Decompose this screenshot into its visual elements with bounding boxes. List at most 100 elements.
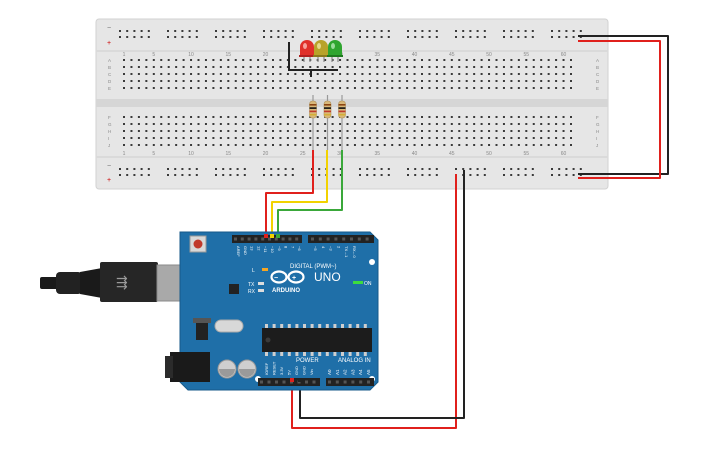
digital-pin-label: ~9	[277, 246, 282, 251]
arduino-logo	[270, 270, 305, 284]
column-number: 1	[123, 52, 126, 58]
digital-pin-label: ~11	[263, 246, 268, 253]
column-number: 15	[226, 151, 232, 157]
row-letter: G	[108, 122, 112, 127]
column-number: 20	[263, 151, 269, 157]
row-letter: E	[108, 86, 111, 91]
column-number: 5	[152, 151, 155, 157]
digital-pin-label: ~5	[313, 246, 318, 251]
usb-icon: ⇶	[116, 274, 128, 290]
column-number: 55	[524, 52, 530, 58]
breadboard: − + − + 11551010151520202525303035354040…	[95, 18, 609, 190]
digital-pin-label: RX←0	[352, 246, 357, 259]
column-number: 15	[226, 52, 232, 58]
row-letter: H	[108, 129, 111, 134]
mount-hole	[369, 259, 375, 265]
reset-button-cap[interactable]	[193, 239, 203, 249]
digital-header-left	[232, 235, 302, 243]
row-letter: A	[596, 58, 599, 63]
column-number: 50	[486, 151, 492, 157]
column-number: 45	[449, 151, 455, 157]
digital-pin-label: TX→1	[344, 246, 349, 258]
row-letter: J	[108, 143, 110, 148]
column-number: 10	[188, 151, 194, 157]
breadboard-holes	[119, 30, 582, 176]
usb-chip	[229, 284, 239, 294]
resistor	[323, 95, 332, 150]
top-rail-plus-label: +	[107, 40, 111, 47]
column-number: 10	[188, 52, 194, 58]
column-number: 50	[486, 52, 492, 58]
atmega-chip	[262, 328, 372, 352]
board-model: UNO	[314, 270, 341, 284]
digital-pin-label: ~3	[329, 246, 334, 251]
digital-pin-label: 13	[250, 246, 255, 251]
resistor	[309, 95, 317, 150]
rail-jumper-red	[578, 40, 661, 179]
led-ground-wire	[288, 42, 338, 71]
analog-pin-label: A3	[350, 369, 355, 375]
tx-led	[258, 282, 264, 285]
digital-pin-label: 2	[336, 246, 341, 249]
column-number: 5	[152, 52, 155, 58]
gnd-power-wire	[299, 170, 465, 419]
bottom-rail-plus-label: +	[107, 177, 111, 184]
green-signal-wire	[277, 150, 343, 236]
row-letter: F	[108, 115, 111, 120]
voltage-regulator	[196, 322, 208, 340]
power-label: POWER	[296, 358, 319, 364]
breadboard-labels: 1155101015152020252530303535404045455050…	[108, 52, 600, 157]
row-letter: G	[596, 122, 600, 127]
power-header	[258, 378, 320, 386]
row-letter: I	[596, 136, 597, 141]
yellow-led	[313, 40, 329, 57]
on-led	[353, 281, 363, 284]
digital-pin-label: GND	[243, 246, 248, 255]
column-number: 1	[123, 151, 126, 157]
row-letter: B	[108, 65, 111, 70]
power-pin-label: Vin	[309, 369, 314, 375]
resistors	[309, 95, 346, 150]
wires	[265, 35, 669, 429]
column-number: 35	[375, 151, 381, 157]
row-letter: I	[108, 136, 109, 141]
logo-plus-icon: +	[292, 275, 296, 282]
rx-led	[258, 289, 264, 292]
column-number: 55	[524, 151, 530, 157]
logo-minus-icon: −	[274, 275, 278, 282]
row-letter: H	[596, 129, 599, 134]
top-rail-minus-label: −	[107, 25, 111, 32]
analog-in-label: ANALOG IN	[338, 358, 371, 364]
capacitor	[237, 359, 257, 379]
row-letter: E	[596, 86, 599, 91]
l-led	[262, 268, 268, 271]
wire-ends	[264, 234, 302, 382]
power-pin-label: GND	[302, 366, 307, 375]
row-letter: F	[596, 115, 599, 120]
analog-header	[326, 378, 374, 386]
digital-pin-label: AREF	[236, 246, 241, 257]
brand-name: ARDUINO	[272, 288, 300, 294]
led-circuit	[288, 40, 346, 150]
usb-cable: ⇶	[40, 262, 192, 302]
analog-pin-label: A0	[327, 369, 332, 375]
red-signal-wire	[265, 150, 314, 236]
power-pin-label: IOREF	[264, 362, 269, 375]
digital-pin-label: 8	[284, 246, 289, 249]
digital-label: DIGITAL (PWM~)	[290, 264, 337, 270]
green-led	[327, 40, 343, 57]
analog-pin-label: A4	[358, 369, 363, 375]
analog-pin-label: A1	[335, 369, 340, 375]
digital-pin-label: 7	[290, 246, 295, 249]
column-number: 60	[561, 151, 567, 157]
row-letter: D	[108, 79, 112, 84]
on-label: ON	[364, 281, 372, 287]
row-letter: C	[596, 72, 600, 77]
row-letter: B	[596, 65, 599, 70]
power-pin-label: 3.3V	[279, 366, 284, 375]
usb-plug	[100, 262, 158, 302]
row-letter: D	[596, 79, 600, 84]
capacitor	[217, 359, 237, 379]
